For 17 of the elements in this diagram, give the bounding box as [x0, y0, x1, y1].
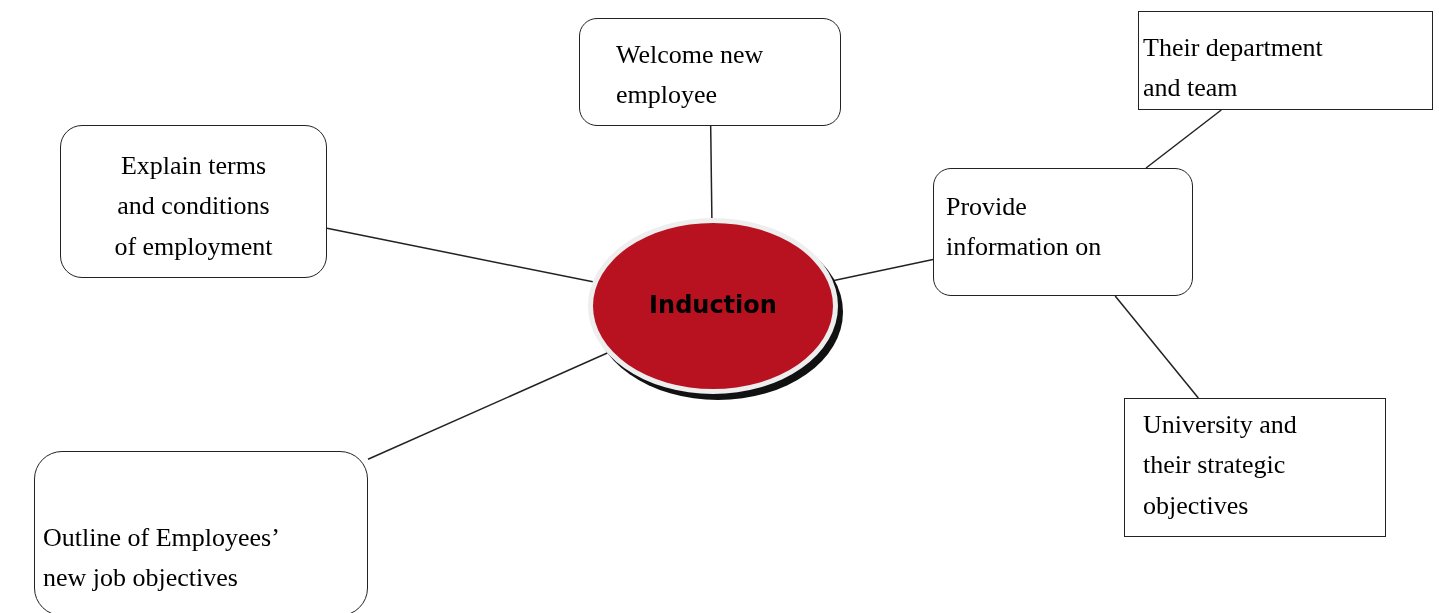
- node-text: Explain terms and conditions of employment: [113, 150, 274, 263]
- node-text: Outline of Employees’ new job objectives: [43, 522, 279, 595]
- rounded-box: [579, 18, 841, 126]
- connector-line: [1114, 295, 1200, 399]
- rounded-box: [34, 451, 368, 613]
- node-text: University and their strategic objectives: [1143, 409, 1298, 522]
- connector-line: [1145, 109, 1223, 169]
- node-text: Provide information on: [946, 191, 1103, 264]
- rounded-box: [933, 168, 1193, 296]
- node-text: Induction: [649, 290, 777, 322]
- connector-line: [709, 125, 713, 219]
- text-box: [1138, 11, 1433, 110]
- rounded-box: [60, 125, 327, 278]
- connector-line: [326, 227, 594, 283]
- node-text: Welcome new employee: [616, 39, 765, 112]
- node-text: Their department and team: [1143, 32, 1324, 105]
- text-box: [1124, 398, 1386, 537]
